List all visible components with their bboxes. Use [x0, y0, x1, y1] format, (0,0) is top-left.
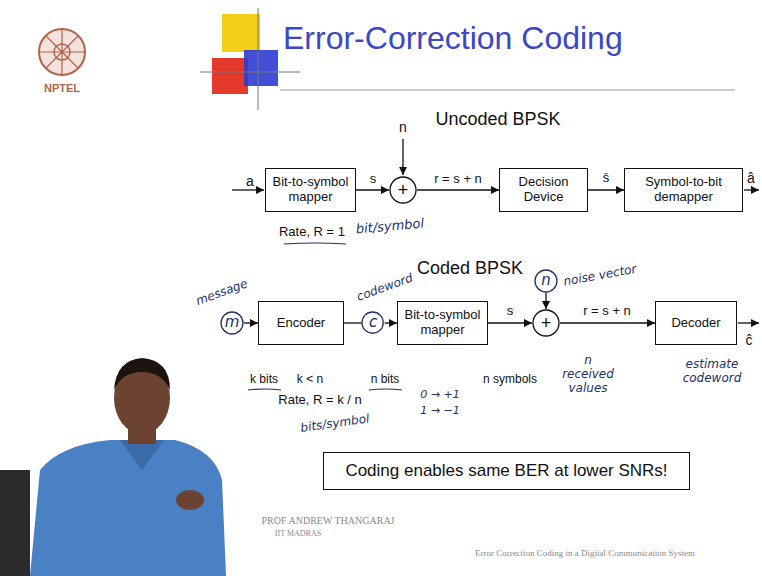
mapper-box: Bit-to-symbol mapper — [397, 301, 488, 345]
handwritten-note: noise vector — [562, 263, 637, 289]
diagram-label: Coded BPSK — [417, 258, 523, 279]
diagram-label: n symbols — [483, 373, 537, 387]
circle-shape — [390, 177, 416, 203]
signal-name: s — [368, 172, 379, 186]
message-circle: m — [220, 311, 244, 335]
node-label: Encoder — [277, 316, 325, 331]
slide-title: Error-Correction Coding — [283, 20, 623, 57]
node-text: + — [541, 313, 552, 334]
handwritten-note: message — [194, 277, 249, 308]
node-text: Bit-to-symbol mapper — [271, 175, 350, 205]
node-text: Symbol-to-bit demapper — [630, 175, 737, 205]
node-label: Coding enables same BER at lower SNRs! — [345, 461, 667, 481]
signal-name: ŝ — [601, 171, 612, 185]
decision-box: Decision Device — [499, 168, 588, 212]
handwritten-note: estimate codeword — [681, 358, 743, 386]
underline — [248, 389, 281, 390]
signal-name: r = s + n — [432, 172, 484, 186]
codeword-circle: c — [361, 311, 384, 334]
node-text: + — [398, 180, 409, 201]
demapper-box: Symbol-to-bit demapper — [624, 168, 743, 212]
noise-circle: n — [534, 269, 558, 293]
node-text: Bit-to-symbol mapper — [403, 308, 482, 338]
footer-text: Error Correction Coding in a Digital Com… — [475, 548, 695, 558]
handwritten-note: 1 → −1 — [420, 405, 459, 418]
node-text: c — [369, 314, 377, 331]
encoder-box: Encoder — [258, 301, 344, 345]
node-text: Coding enables same BER at lower SNRs! — [345, 461, 667, 481]
underline — [284, 243, 346, 244]
signal-arrow — [560, 322, 655, 323]
nptel-logo — [39, 29, 85, 75]
signal-arrow — [344, 322, 361, 323]
presenter-figure — [0, 358, 226, 576]
signal-arrow — [588, 189, 624, 190]
node-label: c — [369, 314, 377, 331]
signal-arrow — [385, 322, 397, 323]
diagram-label: n bits — [371, 373, 400, 387]
handwritten-note: bits/symbol — [300, 412, 371, 435]
circle-shape — [533, 310, 559, 336]
signal-arrow — [488, 322, 532, 323]
signal-arrow — [545, 293, 546, 309]
diagram-label: n — [399, 119, 407, 135]
signal-arrow — [356, 189, 389, 190]
signal-arrow — [244, 322, 258, 323]
node-label: + — [541, 313, 552, 334]
footer-text: PROF ANDREW THANGARAJ — [262, 515, 395, 527]
diagram-label: Rate, R = k / n — [278, 393, 361, 408]
node-label: Bit-to-symbol mapper — [403, 308, 482, 338]
pen-underlines — [248, 243, 402, 390]
input-wire — [232, 189, 264, 190]
signal-arrow — [417, 189, 499, 190]
decoder-box: Decoder — [655, 301, 737, 345]
signal-name: r = s + n — [581, 304, 633, 318]
output-wire — [744, 189, 759, 190]
adder-circle: + — [389, 176, 417, 204]
node-text: m — [225, 314, 240, 331]
node-label: Bit-to-symbol mapper — [271, 175, 350, 205]
node-text: Encoder — [277, 316, 325, 331]
node-label: m — [225, 314, 240, 331]
diagram-label: k bits — [250, 373, 278, 387]
diagram-label: k < n — [297, 373, 323, 387]
signal-name: s — [505, 304, 516, 318]
diagram-label: Rate, R = 1 — [279, 225, 345, 240]
node-label: Decoder — [671, 316, 720, 331]
mapper-box: Bit-to-symbol mapper — [265, 168, 356, 212]
handwritten-note: codeword — [355, 271, 415, 304]
handwritten-note: 0 → +1 — [420, 389, 459, 402]
output-wire — [738, 322, 759, 323]
noise-wire — [402, 139, 403, 175]
diagram-label: ĉ — [746, 332, 753, 348]
node-text: n — [541, 272, 551, 289]
node-label: Decision Device — [505, 175, 582, 205]
node-text: Decision Device — [505, 175, 582, 205]
node-text: Decoder — [671, 316, 720, 331]
node-label: + — [398, 180, 409, 201]
signal-wires — [232, 139, 759, 323]
circle-shape — [362, 312, 383, 333]
title-decoration — [200, 8, 735, 110]
logo-text: NPTEL — [44, 82, 80, 95]
diagram-label: Uncoded BPSK — [435, 109, 560, 130]
adder-circle: + — [532, 309, 560, 337]
diagram-label: â — [747, 170, 755, 186]
circle-shape — [221, 312, 243, 334]
footer-text: IIT MADRAS — [275, 529, 321, 538]
node-label: Symbol-to-bit demapper — [630, 175, 737, 205]
handwritten-note: n received values — [559, 354, 617, 395]
handwritten-note: bit/symbol — [355, 217, 424, 238]
note-box: Coding enables same BER at lower SNRs! — [323, 452, 690, 490]
underline — [369, 389, 402, 390]
node-label: n — [541, 272, 551, 289]
diagram-label: a — [246, 173, 254, 189]
circle-shape — [535, 270, 557, 292]
